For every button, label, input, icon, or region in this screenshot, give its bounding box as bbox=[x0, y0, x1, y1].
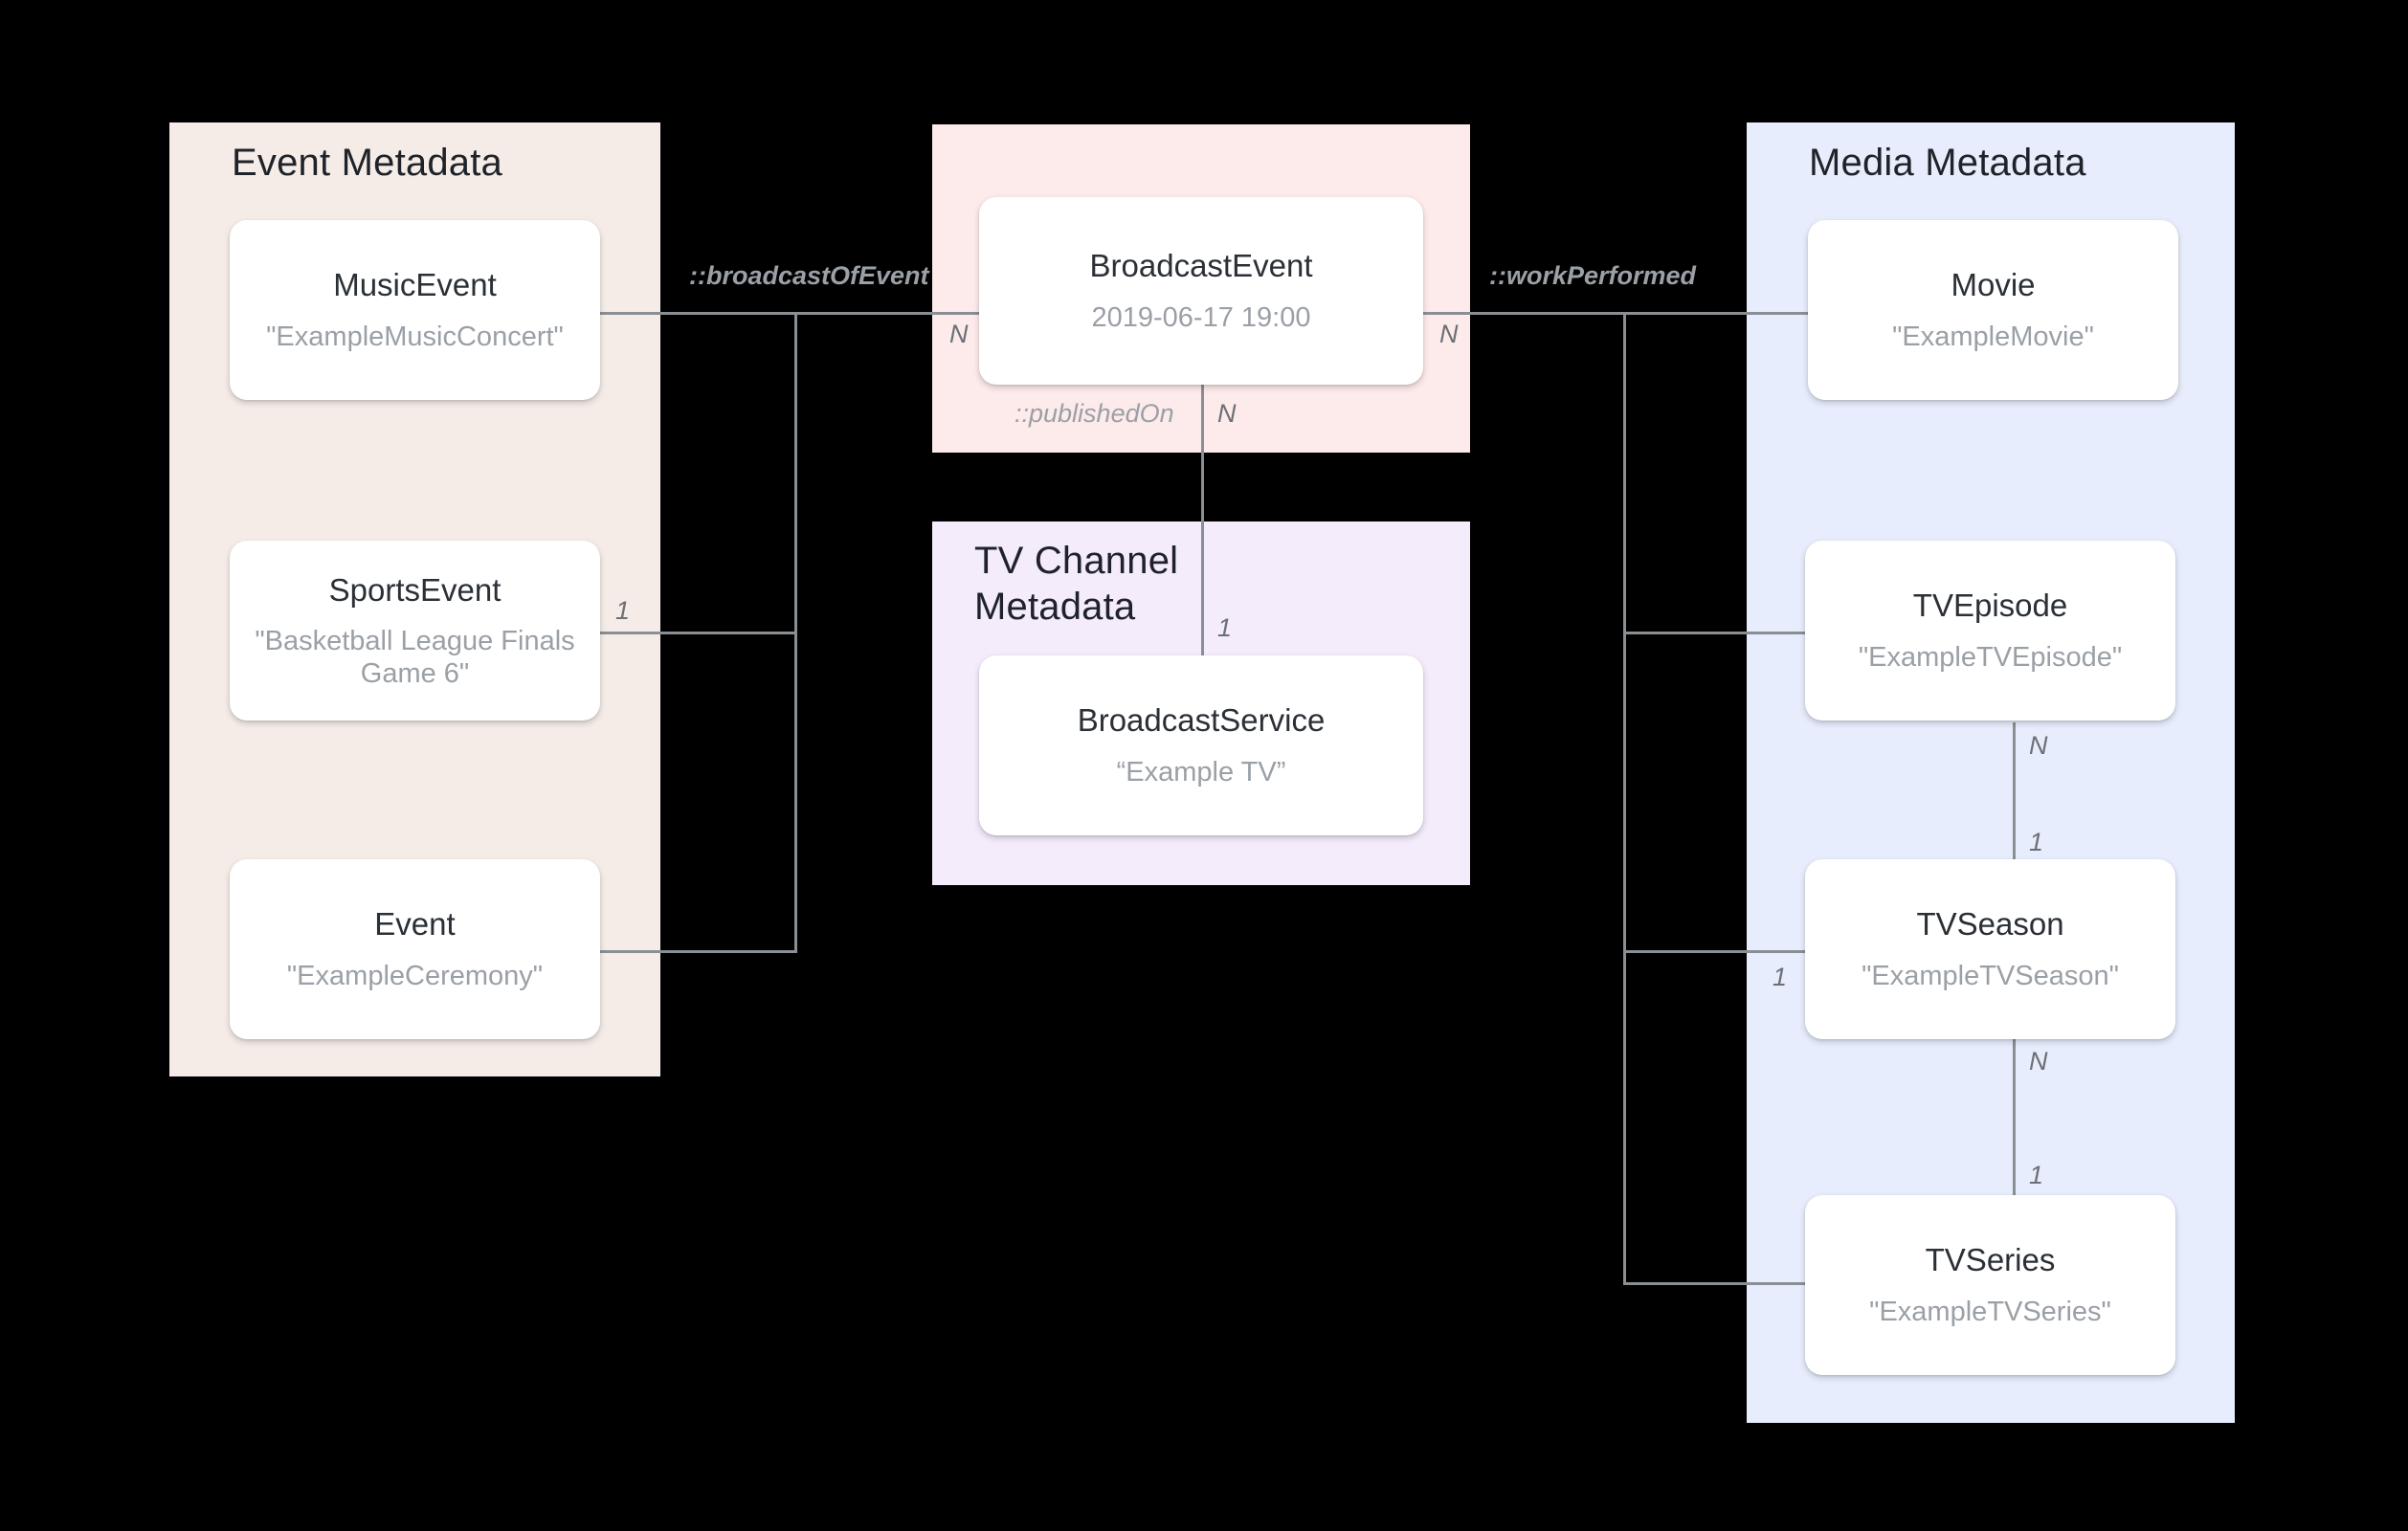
node-tv-season-value: "ExampleTVSeason" bbox=[1862, 961, 2119, 991]
panel-title-tv-channel-metadata: TV Channel Metadata bbox=[974, 540, 1179, 628]
node-movie[interactable]: Movie "ExampleMovie" bbox=[1808, 220, 2178, 400]
cardinality-tv-season-bottom: N bbox=[2029, 1047, 2048, 1076]
cardinality-tv-series-top: 1 bbox=[2029, 1161, 2044, 1189]
cardinality-sports-event: 1 bbox=[615, 596, 631, 625]
node-movie-value: "ExampleMovie" bbox=[1892, 322, 2094, 352]
edge-movie-stub bbox=[1623, 312, 1809, 315]
node-sports-event[interactable]: SportsEvent "Basketball League Finals Ga… bbox=[230, 541, 600, 721]
panel-title-media-metadata: Media Metadata bbox=[1809, 142, 2086, 184]
node-event-title: Event bbox=[374, 906, 456, 942]
node-broadcast-service-title: BroadcastService bbox=[1077, 702, 1326, 738]
node-movie-title: Movie bbox=[1951, 267, 2036, 302]
node-tv-series-title: TVSeries bbox=[1925, 1242, 2056, 1277]
edge-tv-series-stub bbox=[1623, 1282, 1809, 1285]
cardinality-tv-season-top: 1 bbox=[2029, 828, 2044, 856]
node-event[interactable]: Event "ExampleCeremony" bbox=[230, 859, 600, 1039]
edge-tv-season-stub bbox=[1623, 950, 1809, 953]
edge-tv-episode-to-tv-season bbox=[2013, 722, 2016, 904]
cardinality-tv-episode-bottom: N bbox=[2029, 731, 2048, 760]
node-event-value: "ExampleCeremony" bbox=[286, 961, 544, 991]
node-tv-season[interactable]: TVSeason "ExampleTVSeason" bbox=[1805, 859, 2175, 1039]
edge-music-event-stub bbox=[599, 312, 796, 315]
node-broadcast-service[interactable]: BroadcastService “Example TV” bbox=[979, 655, 1423, 835]
node-tv-episode-value: "ExampleTVEpisode" bbox=[1858, 642, 2123, 673]
node-tv-episode[interactable]: TVEpisode "ExampleTVEpisode" bbox=[1805, 541, 2175, 721]
node-tv-episode-title: TVEpisode bbox=[1912, 588, 2068, 623]
cardinality-broadcast-event-left: N bbox=[949, 320, 969, 348]
node-tv-series-value: "ExampleTVSeries" bbox=[1869, 1297, 2111, 1327]
node-tv-series[interactable]: TVSeries "ExampleTVSeries" bbox=[1805, 1195, 2175, 1375]
edge-sports-event-stub bbox=[599, 632, 796, 634]
node-music-event-value: "ExampleMusicConcert" bbox=[266, 322, 564, 352]
node-music-event[interactable]: MusicEvent "ExampleMusicConcert" bbox=[230, 220, 600, 400]
node-sports-event-value: "Basketball League Finals Game 6" bbox=[255, 626, 575, 689]
edge-event-trunk bbox=[794, 312, 797, 953]
node-broadcast-event[interactable]: BroadcastEvent 2019-06-17 19:00 bbox=[979, 197, 1423, 385]
node-music-event-title: MusicEvent bbox=[333, 267, 497, 302]
relationship-label-work-performed: ::workPerformed bbox=[1489, 261, 1697, 290]
cardinality-broadcast-event-right: N bbox=[1439, 320, 1459, 348]
panel-title-event-metadata: Event Metadata bbox=[232, 142, 502, 184]
edge-tv-episode-stub bbox=[1623, 632, 1809, 634]
edge-media-trunk bbox=[1623, 312, 1626, 1283]
node-tv-season-title: TVSeason bbox=[1916, 906, 2064, 942]
node-broadcast-service-value: “Example TV” bbox=[1116, 757, 1286, 788]
edge-broadcast-of-event-connector bbox=[794, 312, 979, 315]
relationship-label-broadcast-of-event: ::broadcastOfEvent bbox=[689, 261, 929, 290]
relationship-label-published-on: ::publishedOn bbox=[1014, 399, 1174, 428]
node-broadcast-event-title: BroadcastEvent bbox=[1089, 248, 1313, 283]
edge-tv-season-to-tv-series bbox=[2013, 1038, 2016, 1220]
edge-event-stub bbox=[599, 950, 796, 953]
edge-work-performed-connector bbox=[1423, 312, 1626, 315]
cardinality-tv-season-left: 1 bbox=[1773, 963, 1788, 991]
node-sports-event-title: SportsEvent bbox=[328, 572, 502, 608]
node-broadcast-event-value: 2019-06-17 19:00 bbox=[1091, 302, 1311, 333]
edge-published-on bbox=[1201, 383, 1204, 679]
cardinality-broadcast-service-top: 1 bbox=[1217, 613, 1233, 642]
cardinality-broadcast-event-bottom: N bbox=[1217, 399, 1237, 428]
